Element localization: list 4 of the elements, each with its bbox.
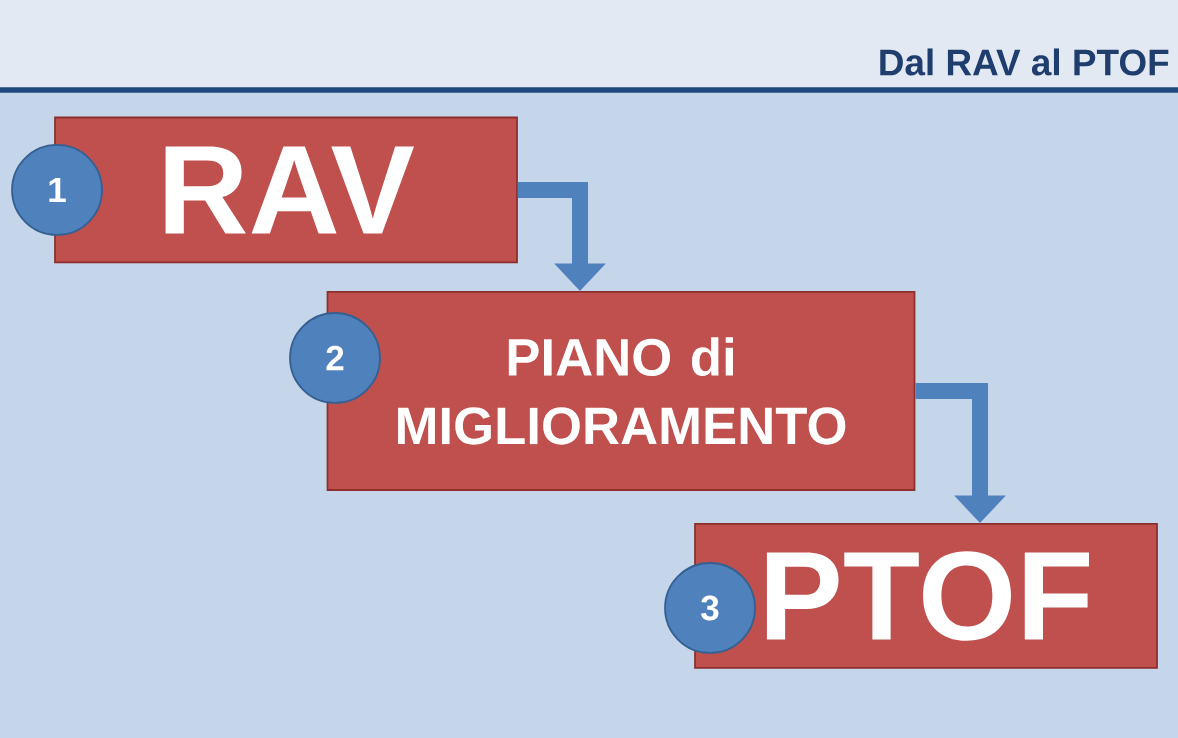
number-badge: 2 bbox=[289, 312, 381, 404]
number-badge: 3 bbox=[664, 562, 756, 654]
number-badge: 1 bbox=[11, 144, 103, 236]
slide-title: Dal RAV al PTOF bbox=[880, 48, 1169, 76]
